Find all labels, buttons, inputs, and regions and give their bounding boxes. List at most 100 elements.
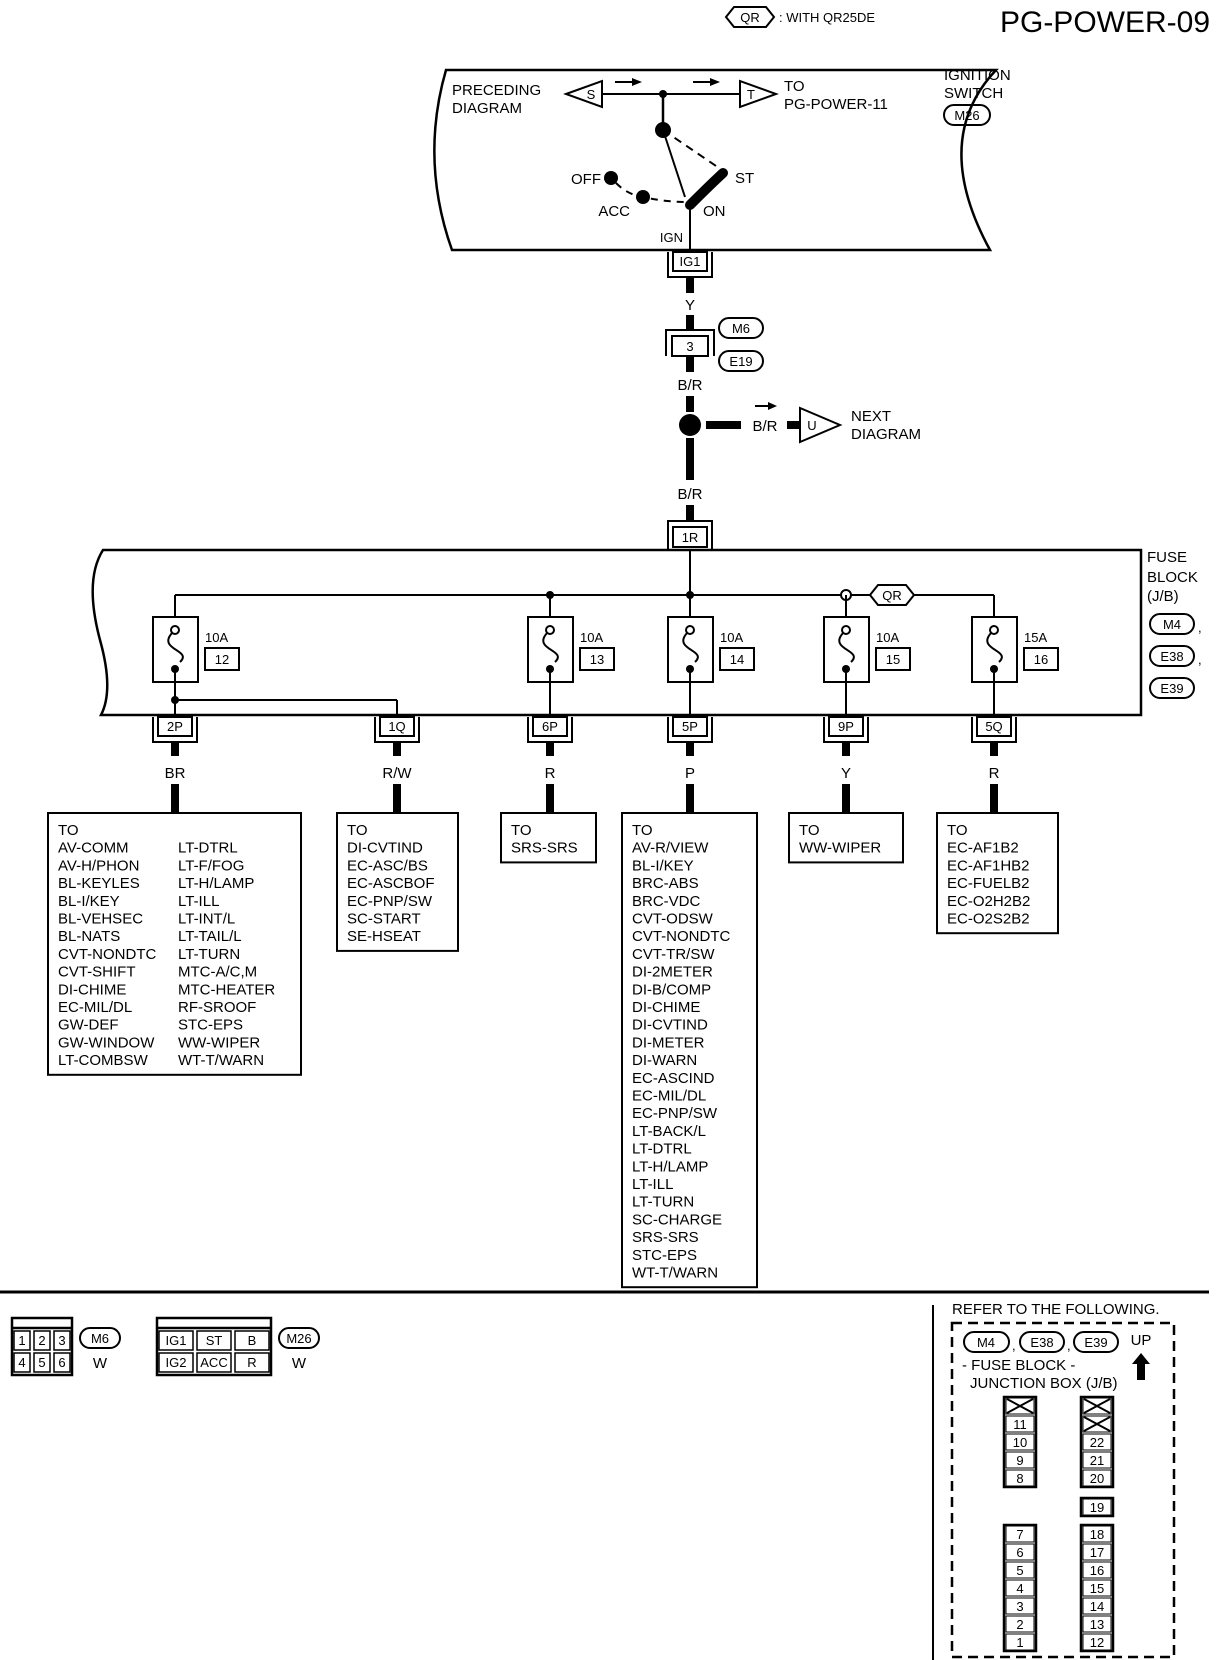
fuse-rating: 10A [205, 630, 228, 645]
preceding-marker-triangle [563, 79, 603, 109]
connector-pin: IG1 [166, 1333, 187, 1348]
connector-badge-e19 [718, 350, 764, 372]
destination-item: CVT-SHIFT [58, 964, 136, 981]
destination-item: DI-CHIME [58, 981, 126, 998]
to-line2: PG-POWER-11 [784, 96, 888, 113]
fuse-rating: 10A [876, 630, 899, 645]
destination-item: LT-INT/L [178, 911, 235, 928]
destination-item: EC-MIL/DL [58, 999, 132, 1016]
destination-item: DI-CVTIND [347, 840, 423, 857]
destination-item: BL-KEYLES [58, 875, 140, 892]
qr-legend-badge-text: QR [740, 10, 760, 25]
destination-header: TO [347, 822, 368, 839]
connector-pin: 1 [18, 1333, 25, 1348]
preceding-diagram-line2: DIAGRAM [452, 100, 522, 117]
fuse-slot-number: 11 [1013, 1417, 1027, 1432]
terminal-1r: 1R [682, 530, 699, 545]
page-code: PG-POWER-09 [1000, 6, 1210, 39]
destination-item: LT-ILL [178, 893, 219, 910]
terminal-label: 5P [682, 719, 698, 734]
destination-item: LT-BACK/L [632, 1123, 706, 1140]
destination-header: TO [799, 822, 820, 839]
destination-box: TOAV-R/VIEWBL-I/KEYBRC-ABSBRC-VDCCVT-ODS… [621, 812, 758, 1289]
connector-badge-e39 [1149, 677, 1195, 699]
destination-item: STC-EPS [632, 1247, 697, 1264]
next-marker-triangle [799, 406, 843, 444]
fuse-rating: 10A [720, 630, 743, 645]
terminal-1Q: 1QR/W [374, 716, 420, 813]
terminal-5Q: 5QR [971, 716, 1017, 813]
header: QR : WITH QR25DE PG-POWER-09 [724, 6, 1210, 39]
wire-color-br1: B/R [677, 377, 702, 394]
up-arrow-icon [1132, 1353, 1150, 1380]
wire-color: BR [165, 765, 186, 782]
ignition-switch-title2: SWITCH [944, 85, 1003, 102]
destination-box: TOAV-COMMAV-H/PHONBL-KEYLESBL-I/KEYBL-VE… [47, 812, 302, 1076]
destination-item: SC-START [347, 911, 421, 928]
fuse-number: 14 [730, 652, 744, 667]
destination-item: LT-ILL [632, 1176, 673, 1193]
qr-legend-text: : WITH QR25DE [779, 10, 875, 25]
connector-color: W [93, 1355, 108, 1372]
connector-badge-m26-text: M26 [954, 108, 979, 123]
preceding-marker-label: S [587, 87, 596, 102]
destination-item: EC-AF1B2 [947, 840, 1019, 857]
fuse-slot-number: 17 [1090, 1545, 1104, 1560]
terminal-ig1: IG1 [667, 251, 713, 278]
blank-slot-icon [1083, 1416, 1111, 1432]
svg-text:E38: E38 [1160, 649, 1183, 664]
fuse-slot-number: 1 [1016, 1635, 1023, 1650]
fuse-rating: 15A [1024, 630, 1047, 645]
wire-color: Y [841, 765, 851, 782]
destination-item: AV-H/PHON [58, 857, 139, 874]
fuse-slot-number: 9 [1016, 1453, 1023, 1468]
fuse-number-box [579, 647, 615, 671]
fuse-block: FUSE BLOCK (J/B) M4 , E38 , E39 QR 10A12… [91, 548, 1202, 717]
splice-point [679, 414, 701, 436]
destination-item: CVT-NONDTC [632, 928, 730, 945]
fuse-number-box [719, 647, 755, 671]
destination-item: EC-AF1HB2 [947, 857, 1030, 874]
terminal-label: 1Q [388, 719, 405, 734]
destination-item: LT-DTRL [632, 1141, 692, 1158]
connector-pin: R [247, 1355, 256, 1370]
destination-box: TOEC-AF1B2EC-AF1HB2EC-FUELB2EC-O2H2B2EC-… [936, 812, 1059, 935]
fuse-slot-number: 19 [1090, 1500, 1104, 1515]
destination-header: TO [511, 822, 532, 839]
jb-right-single: 19 [1079, 1496, 1115, 1518]
fuse-number: 15 [886, 652, 900, 667]
wire-color-y: Y [685, 297, 695, 314]
fuse-number: 13 [590, 652, 604, 667]
destination-box: TODI-CVTINDEC-ASC/BSEC-ASCBOFEC-PNP/SWSC… [336, 812, 459, 952]
wire-color-br2: B/R [752, 418, 777, 435]
fuse-slot-number: 4 [1016, 1581, 1023, 1596]
destination-boxes: TOAV-COMMAV-H/PHONBL-KEYLESBL-I/KEYBL-VE… [47, 812, 1059, 1289]
jb-title1: - FUSE BLOCK - [962, 1357, 1075, 1374]
switch-pos-st: ST [735, 170, 754, 187]
destination-item: SRS-SRS [511, 840, 578, 857]
destination-header: TO [58, 822, 79, 839]
arrow-right-icon [710, 78, 720, 86]
fuse-slot-number: 5 [1016, 1563, 1023, 1578]
destination-item: DI-CHIME [632, 999, 700, 1016]
fuse-slot-number: 13 [1090, 1617, 1104, 1632]
junction-box-reference: REFER TO THE FOLLOWING. M4 , E38 , E39 U… [932, 1301, 1176, 1660]
main-harness: Y 3 M6 E19 B/R B/R U NEXT DIAGRAM B/R 1R [665, 277, 921, 550]
fuse-number-box [204, 647, 240, 671]
destination-item: LT-TAIL/L [178, 928, 242, 945]
connector-color: W [292, 1355, 307, 1372]
svg-text:IG1: IG1 [680, 254, 701, 269]
up-label: UP [1131, 1332, 1152, 1349]
next-marker-label: U [807, 418, 816, 433]
to-marker-triangle [739, 79, 779, 109]
destination-header: TO [947, 822, 968, 839]
blank-slot-icon [1006, 1398, 1034, 1414]
fuse-slot-number: 7 [1016, 1527, 1023, 1542]
